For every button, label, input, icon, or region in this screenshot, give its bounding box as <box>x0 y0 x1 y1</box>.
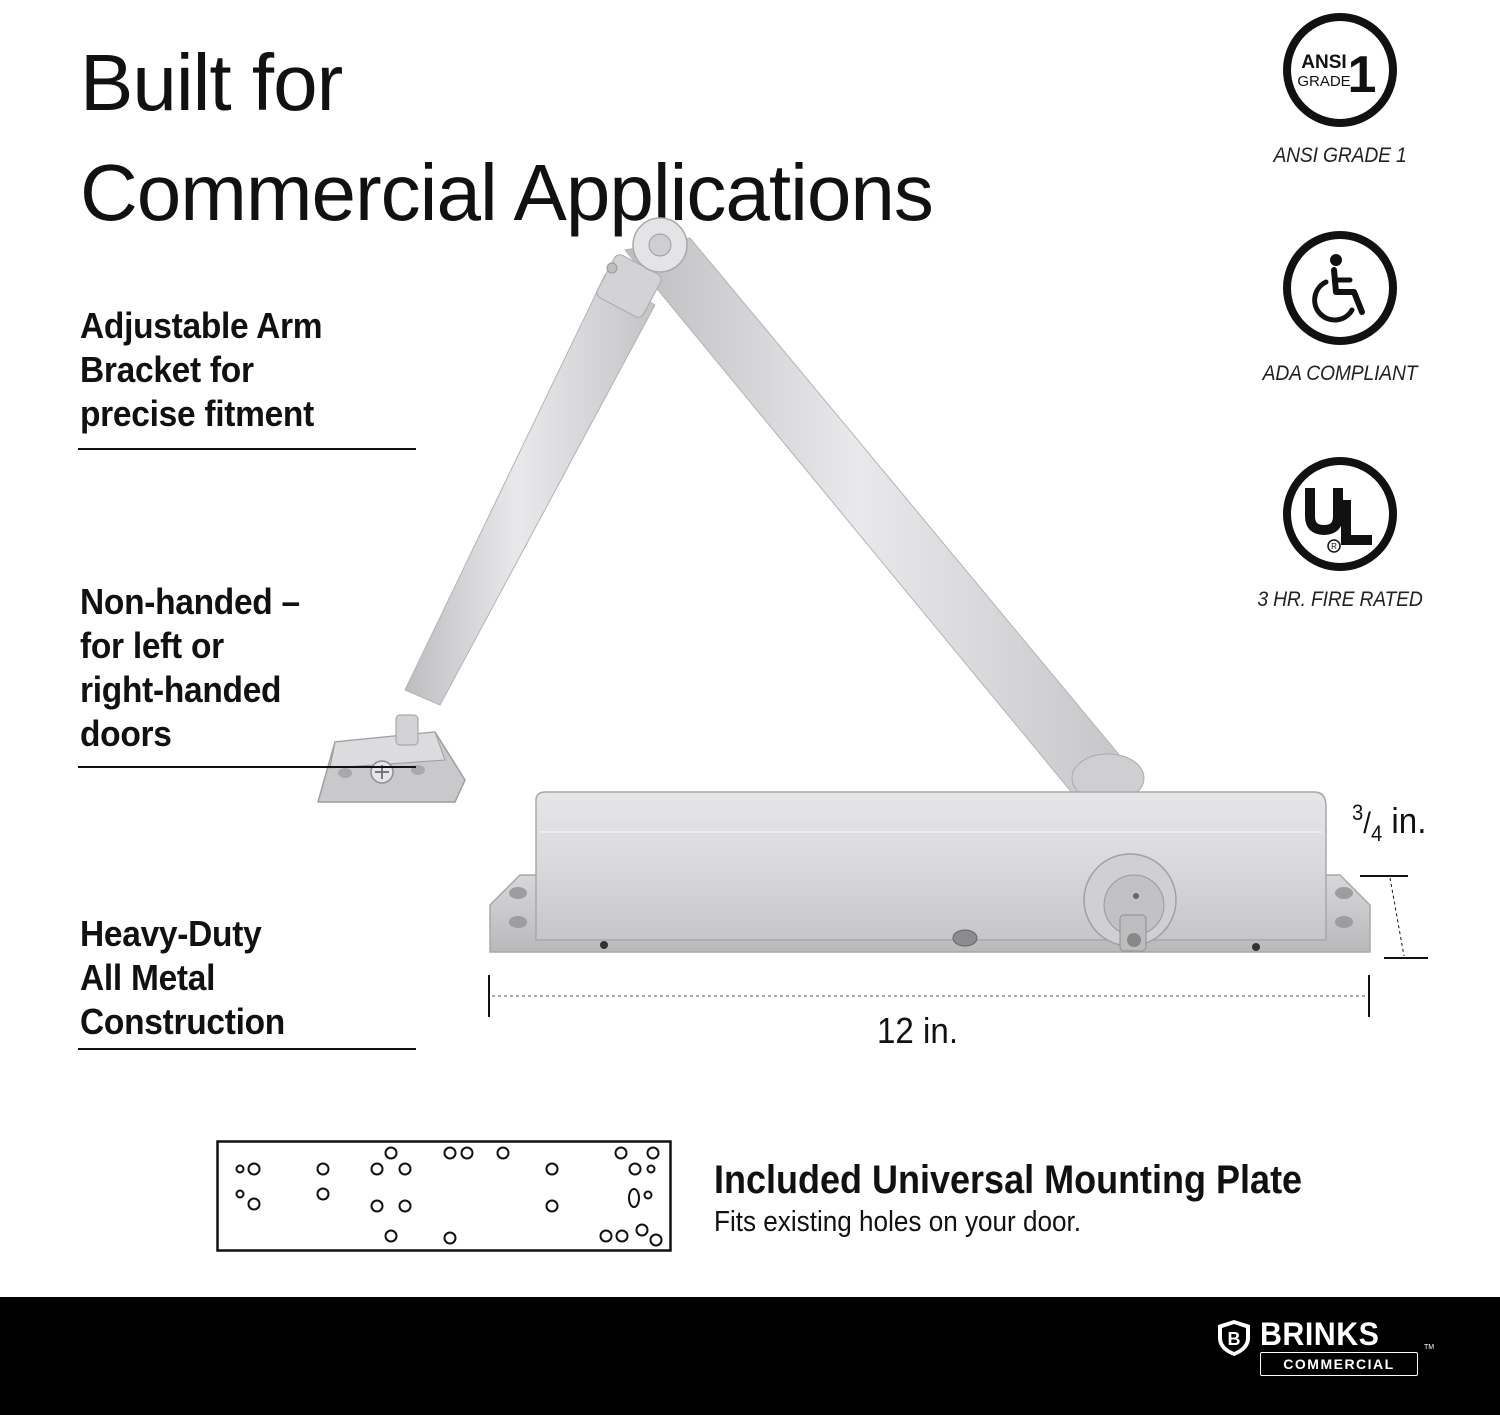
feature-line: for left or <box>80 625 224 666</box>
feature-divider <box>78 766 416 768</box>
height-unit: in. <box>1382 800 1427 841</box>
badge-ada: ADA COMPLIANT <box>1240 228 1440 386</box>
badge-caption: ANSI GRADE 1 <box>1273 144 1407 167</box>
mounting-plate-title: Included Universal Mounting Plate <box>714 1158 1303 1202</box>
door-closer-illustration <box>317 217 1428 1017</box>
ansi-grade-1-icon: ANSI GRADE 1 <box>1283 13 1397 127</box>
ul-listed-icon: R <box>1283 457 1397 571</box>
ansi-mark-line2: GRADE <box>1297 73 1350 90</box>
shield-letter: B <box>1228 1329 1241 1349</box>
title-line-1: Built for <box>80 38 343 127</box>
feature-line: Heavy-Duty <box>80 913 262 954</box>
mounting-plate-diagram <box>216 1140 672 1252</box>
height-fraction-numerator: 3 <box>1352 800 1364 825</box>
wheelchair-accessibility-icon <box>1283 231 1397 345</box>
svg-text:R: R <box>1331 542 1337 551</box>
title-line-2: Commercial Applications <box>80 148 934 237</box>
height-dimension-label: 3/4 in. <box>1352 800 1427 847</box>
mounting-plate-subtitle: Fits existing holes on your door. <box>714 1206 1082 1238</box>
closer-body <box>535 791 1327 952</box>
feature-adjustable-arm: Adjustable Arm Bracket for precise fitme… <box>80 304 392 436</box>
page-title: Built for Commercial Applications <box>80 28 934 248</box>
feature-line: right-handed <box>80 669 282 710</box>
feature-line: Construction <box>80 1001 285 1042</box>
length-dimension <box>488 975 1370 1017</box>
feature-non-handed: Non-handed – for left or right-handed do… <box>80 580 392 756</box>
brand-name: BRINKS <box>1260 1316 1380 1352</box>
brand-subtitle: COMMERCIAL <box>1260 1352 1418 1376</box>
feature-line: Adjustable Arm <box>80 305 323 346</box>
brand-trademark: TM <box>1424 1344 1435 1351</box>
forearm <box>404 254 662 706</box>
feature-heavy-duty: Heavy-Duty All Metal Construction <box>80 912 392 1044</box>
feature-divider <box>78 1048 416 1050</box>
height-dimension <box>1360 875 1428 959</box>
feature-line: Bracket for <box>80 349 254 390</box>
footer-bar: B BRINKS TM COMMERCIAL <box>0 1297 1500 1415</box>
feature-line: doors <box>80 713 172 754</box>
height-fraction-denominator: 4 <box>1370 821 1383 847</box>
badge-caption: 3 HR. FIRE RATED <box>1257 588 1423 611</box>
feature-divider <box>78 448 416 450</box>
elbow-pivot <box>632 217 688 273</box>
ansi-mark-line1: ANSI <box>1301 52 1346 73</box>
feature-line: precise fitment <box>80 393 314 434</box>
length-dimension-label: 12 in. <box>877 1010 959 1051</box>
feature-line: All Metal <box>80 957 216 998</box>
ansi-mark-number: 1 <box>1348 46 1377 104</box>
badge-ansi: ANSI GRADE 1 ANSI GRADE 1 <box>1240 10 1440 168</box>
feature-line: Non-handed – <box>80 581 300 622</box>
brinks-commercial-logo: B BRINKS TM COMMERCIAL <box>1214 1316 1434 1378</box>
shield-icon: B <box>1218 1320 1250 1356</box>
badge-caption: ADA COMPLIANT <box>1262 362 1418 385</box>
main-arm <box>624 237 1145 803</box>
badge-ul: R 3 HR. FIRE RATED <box>1240 454 1440 612</box>
